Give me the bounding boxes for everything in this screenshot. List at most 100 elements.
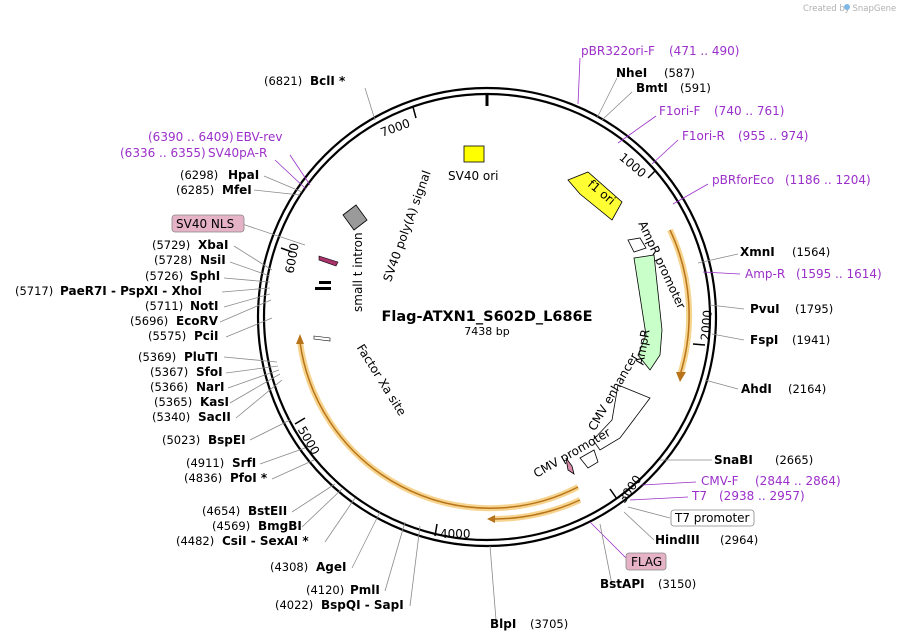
label-mfei: MfeI bbox=[222, 183, 252, 197]
label-xbai: XbaI bbox=[198, 238, 228, 252]
factor-xa-label: Factor Xa site bbox=[354, 342, 409, 419]
tick-1000: 1000 bbox=[616, 150, 648, 180]
label-fspi: FspI bbox=[750, 333, 778, 347]
ampr-promoter-feature[interactable] bbox=[627, 237, 647, 253]
label-pmli: PmlI bbox=[350, 583, 380, 597]
sv40-nls-box[interactable] bbox=[171, 214, 245, 233]
label-paer7i: PaeR7I - PspXI - XhoI bbox=[60, 284, 202, 298]
pos-t7: (2938 .. 2957) bbox=[719, 489, 805, 503]
label-pfoi: PfoI * bbox=[230, 471, 268, 485]
snapgene-watermark: Created by SnapGene bbox=[803, 4, 896, 14]
tick-4000: 4000 bbox=[440, 527, 471, 541]
pos-pmli: (4120) bbox=[306, 583, 344, 597]
sv40-ori-label: SV40 ori bbox=[448, 169, 499, 183]
snapgene-logo-icon bbox=[844, 4, 850, 10]
pos-ebv-rev: (6390 .. 6409) bbox=[148, 130, 234, 144]
label-sv40-nls: SV40 NLS bbox=[176, 217, 234, 231]
label-ecorv: EcoRV bbox=[176, 314, 219, 328]
label-hpai: HpaI bbox=[228, 168, 259, 182]
pos-bsteii: (4654) bbox=[202, 504, 240, 518]
label-ebv-rev: EBV-rev bbox=[236, 130, 282, 144]
label-f1ori-f: F1ori-F bbox=[659, 104, 700, 118]
cmv-enhancer-feature[interactable] bbox=[592, 384, 651, 451]
left-labels: (6821) BclI * (6390 .. 6409) EBV-rev (63… bbox=[15, 74, 421, 612]
plasmid-length: 7438 bp bbox=[464, 325, 509, 338]
pos-bspei: (5023) bbox=[162, 433, 200, 447]
label-kasi: KasI bbox=[200, 395, 229, 409]
small-t-intron-label: small t intron bbox=[351, 232, 365, 312]
small-t-intron-feature[interactable] bbox=[319, 281, 331, 284]
ring-ticks bbox=[280, 106, 706, 537]
plasmid-name: Flag-ATXN1_S602D_L686E bbox=[381, 309, 592, 325]
pos-mfei: (6285) bbox=[176, 183, 214, 197]
label-nari: NarI bbox=[196, 380, 225, 394]
pos-sacii: (5340) bbox=[152, 410, 190, 424]
factor-xa-site-feature[interactable] bbox=[313, 335, 331, 342]
label-sfoi: SfoI bbox=[196, 365, 223, 379]
cmv-promoter-feature[interactable] bbox=[579, 449, 599, 469]
orf-arc-large bbox=[297, 341, 580, 512]
label-bmti: BmtI bbox=[636, 81, 668, 95]
label-bspei: BspEI bbox=[208, 433, 246, 447]
label-bmgbi: BmgBI bbox=[258, 519, 302, 533]
label-agei: AgeI bbox=[316, 560, 346, 574]
pos-bspqi: (4022) bbox=[275, 598, 313, 612]
sv40-polya-feature[interactable] bbox=[342, 204, 368, 231]
pos-nhei: (587) bbox=[664, 66, 695, 80]
label-pcii: PciI bbox=[194, 329, 219, 343]
ampr-label: AmpR bbox=[633, 328, 653, 366]
right-labels: pBR322ori-F (471 .. 490) NheI (587) BmtI… bbox=[489, 44, 882, 631]
label-blpi: BlpI bbox=[490, 617, 516, 631]
pos-pbrforeco: (1186 .. 1204) bbox=[785, 173, 871, 187]
pos-ecorv: (5696) bbox=[130, 314, 168, 328]
sv40-ori-feature[interactable] bbox=[463, 145, 485, 163]
pos-ahdi: (2164) bbox=[788, 382, 826, 396]
tick-2000: 2000 bbox=[698, 309, 715, 341]
pos-sphi: (5726) bbox=[145, 269, 183, 283]
pos-bmti: (591) bbox=[680, 81, 711, 95]
t7-promoter-box[interactable] bbox=[670, 509, 755, 527]
label-srfi: SrfI bbox=[232, 456, 256, 470]
label-flag: FLAG bbox=[631, 555, 662, 569]
ampr-feature[interactable] bbox=[633, 254, 663, 371]
label-sv40pa-r: SV40pA-R bbox=[208, 146, 267, 160]
flag-feature[interactable] bbox=[565, 457, 575, 475]
label-ahdi: AhdI bbox=[741, 382, 772, 396]
pos-pvui: (1795) bbox=[795, 302, 833, 316]
label-nsii: NsiI bbox=[200, 253, 226, 267]
pos-pfoi: (4836) bbox=[184, 471, 222, 485]
tick-3000: 3000 bbox=[615, 473, 644, 506]
pos-nari: (5366) bbox=[150, 380, 188, 394]
pos-bstapi: (3150) bbox=[658, 577, 696, 591]
pos-f1ori-f: (740 .. 761) bbox=[714, 104, 784, 118]
label-t7-promoter: T7 promoter bbox=[674, 511, 750, 525]
pos-kasi: (5365) bbox=[154, 395, 192, 409]
label-pluti: PluTI bbox=[184, 350, 218, 364]
pos-sv40pa-r: (6336 .. 6355) bbox=[120, 146, 206, 160]
label-csii: CsiI - SexAI * bbox=[222, 534, 309, 548]
pos-bcli: (6821) bbox=[264, 74, 302, 88]
label-noti: NotI bbox=[190, 299, 219, 313]
f1-ori-feature[interactable] bbox=[567, 171, 623, 221]
pos-cmv-f: (2844 .. 2864) bbox=[755, 474, 841, 488]
label-sacii: SacII bbox=[198, 410, 231, 424]
pos-amp-r: (1595 .. 1614) bbox=[796, 267, 882, 281]
pos-xbai: (5729) bbox=[152, 238, 190, 252]
label-nhei: NheI bbox=[616, 66, 647, 80]
pos-f1ori-r: (955 .. 974) bbox=[738, 129, 808, 143]
label-xmni: XmnI bbox=[740, 245, 775, 259]
orf-arcs bbox=[296, 228, 693, 523]
label-t7: T7 bbox=[691, 489, 707, 503]
pos-pbr322ori-f: (471 .. 490) bbox=[669, 44, 739, 58]
tick-6000: 6000 bbox=[283, 242, 302, 275]
sv40-nls-feature[interactable] bbox=[318, 255, 339, 267]
label-bcli: BclI * bbox=[310, 74, 346, 88]
pos-paer7i: (5717) bbox=[15, 284, 53, 298]
pos-sfoi: (5367) bbox=[150, 365, 188, 379]
pos-blpi: (3705) bbox=[530, 617, 568, 631]
label-pbrforeco: pBRforEco bbox=[712, 173, 774, 187]
flag-box[interactable] bbox=[625, 552, 667, 571]
label-pvui: PvuI bbox=[750, 302, 780, 316]
